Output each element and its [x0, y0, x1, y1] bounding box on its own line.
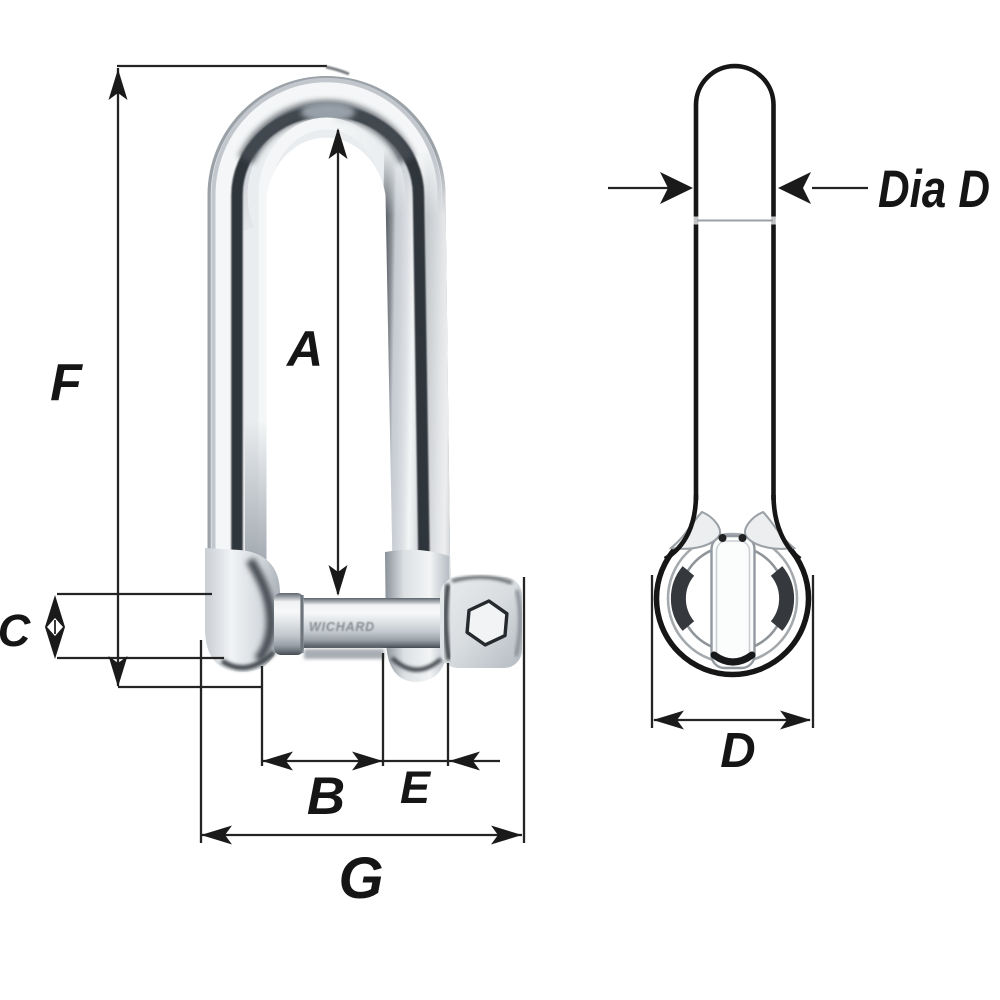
svg-text:B: B [307, 767, 345, 826]
svg-text:WICHARD: WICHARD [309, 620, 375, 634]
svg-text:F: F [50, 354, 83, 412]
svg-text:E: E [400, 762, 432, 813]
svg-text:A: A [285, 321, 323, 377]
svg-text:C: C [0, 605, 32, 656]
svg-text:D: D [720, 724, 755, 778]
svg-text:Dia D: Dia D [878, 160, 990, 219]
svg-text:G: G [338, 846, 383, 911]
